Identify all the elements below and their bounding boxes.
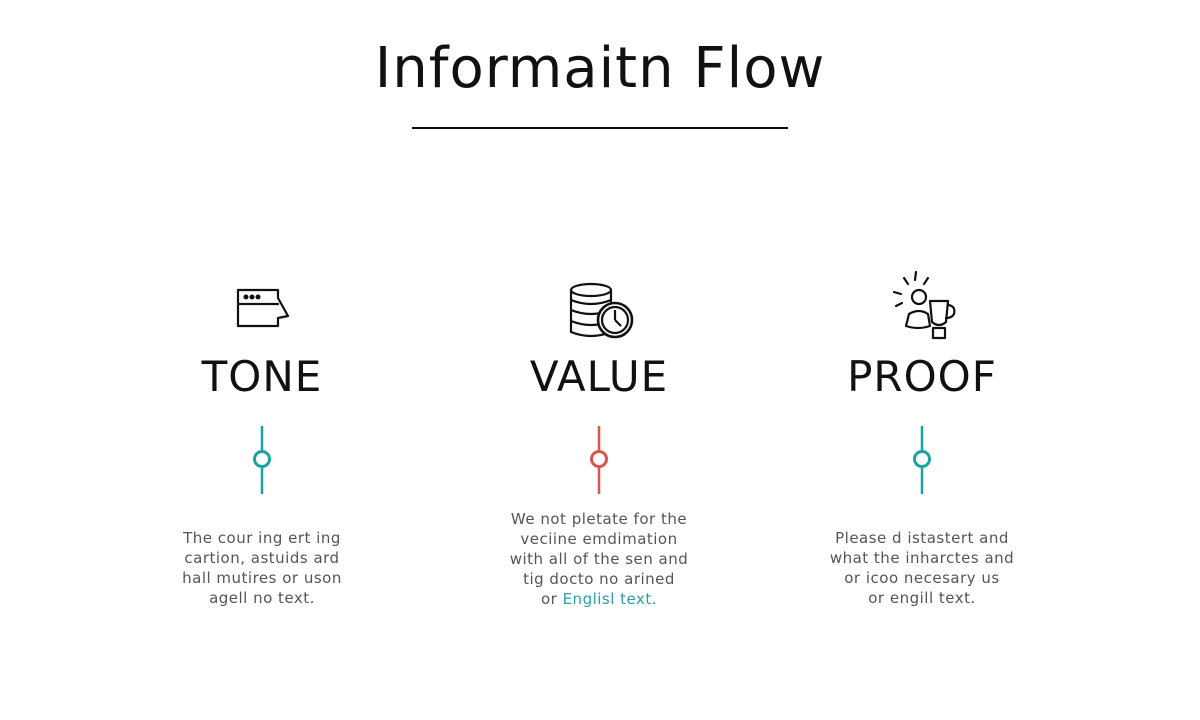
description-line: The cour ing ert ing [183, 529, 341, 547]
description-line: Please d istastert and [835, 529, 1009, 547]
description-line: cartion, astuids ard [184, 549, 340, 567]
description-line: agell no text. [209, 589, 315, 607]
column-proof: PROOF Please d istastert and what the in… [772, 258, 1072, 638]
description-tone: The cour ing ert ing cartion, astuids ar… [112, 528, 412, 608]
highlighted-text: Englisl text. [562, 590, 658, 608]
heading-tone: TONE [201, 352, 323, 401]
description-line: veciine emdimation [520, 530, 678, 548]
description-prefix: or [540, 590, 563, 608]
connector-node-proof [913, 426, 931, 494]
title-underline [412, 127, 788, 129]
description-line: or Englisl text. [449, 589, 749, 609]
description-proof: Please d istastert and what the inharcte… [772, 528, 1072, 608]
page-title: Informaitn Flow [374, 36, 826, 101]
description-line: what the inharctes and [829, 549, 1015, 567]
description-line: or engill text. [868, 589, 976, 607]
description-line: with all of the sen and [509, 550, 689, 568]
person-trophy-icon [892, 270, 956, 340]
description-value: We not pletate for the veciine emdimatio… [449, 509, 749, 609]
description-line: hall mutires or uson [182, 569, 342, 587]
heading-value: VALUE [529, 352, 669, 401]
description-line: or icoo necesary us [844, 569, 1000, 587]
heading-proof: PROOF [847, 352, 997, 401]
database-clock-icon [569, 282, 634, 339]
browser-window-icon [236, 288, 290, 328]
description-line: We not pletate for the [510, 510, 688, 528]
connector-node-tone [253, 426, 271, 494]
connector-node-value [590, 426, 608, 494]
column-value: VALUE We not pletate for the veciine emd… [449, 258, 749, 638]
column-tone: TONE The cour ing ert ing cartion, astui… [112, 258, 412, 638]
description-line: tig docto no arined [523, 570, 675, 588]
